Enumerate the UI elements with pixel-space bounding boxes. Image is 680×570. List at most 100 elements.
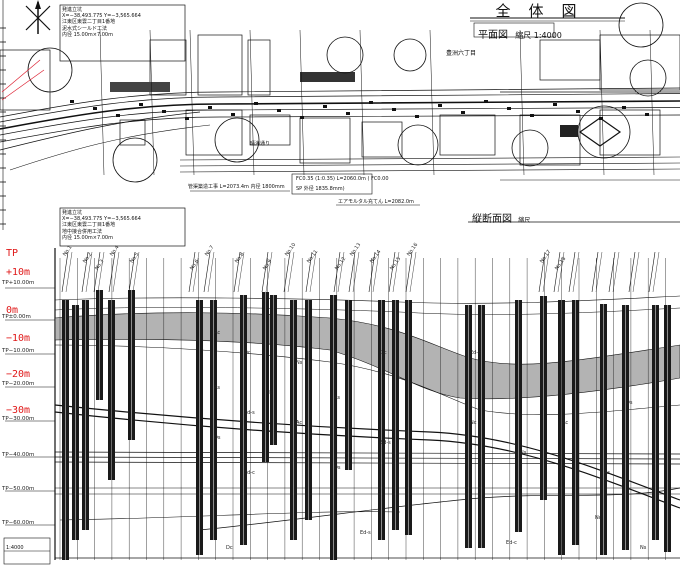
plan-small-mark xyxy=(507,107,511,110)
plan-diamond-mark xyxy=(578,117,622,147)
plan-boring-circle xyxy=(214,117,260,163)
boring-label-leader xyxy=(568,251,576,293)
plan-label-frame xyxy=(473,22,555,38)
strata-label: Ac xyxy=(562,420,569,426)
plan-street-line xyxy=(519,29,525,176)
strata-label: Dc xyxy=(226,545,233,551)
plan-boring-circle xyxy=(511,129,549,167)
strata-label: Ns xyxy=(640,545,647,551)
plan-dark-building xyxy=(110,82,170,92)
boring-label-leader xyxy=(595,251,603,293)
strata-label: Nc xyxy=(470,420,477,426)
boring-label-leader xyxy=(628,251,636,293)
strata-label: Dc xyxy=(244,350,251,356)
plan-view-name: 平面図 xyxy=(478,30,508,41)
plan-small-mark xyxy=(323,105,327,108)
boring-label-leader xyxy=(265,251,273,293)
strata-label: As xyxy=(214,385,221,391)
strata-label: Ds xyxy=(334,465,341,471)
plan-small-mark xyxy=(208,106,212,109)
profile-start-method: 地中接合併用工法 xyxy=(62,228,103,235)
plan-start-diameter: 内径 15.00m×7.00m xyxy=(62,31,113,38)
section-note-1: 管渠築造工事 L=2073.4m 内径 1800mm xyxy=(188,184,285,190)
plan-city-block xyxy=(539,39,601,81)
tp-label-minus30: TP−30.00m xyxy=(2,416,35,422)
strata-label: Ds xyxy=(214,435,221,441)
tp-label-minus50: TP−50.00m xyxy=(2,486,35,492)
boring-label-leader xyxy=(557,251,565,293)
profile-view-name: 縦断面図 xyxy=(472,214,512,225)
profile-horizontal-line xyxy=(54,451,680,455)
plan-road-line xyxy=(179,168,680,173)
area-label-toyosu: 豊洲六丁目 xyxy=(446,50,477,57)
plan-city-block xyxy=(197,34,243,96)
plan-boring-circle xyxy=(326,36,364,74)
boring-label-leader xyxy=(388,251,396,293)
plan-city-block xyxy=(361,121,403,158)
boring-label-leader xyxy=(405,251,413,293)
plan-city-block xyxy=(247,39,271,96)
boring-label-leader xyxy=(132,251,140,293)
plan-small-mark xyxy=(392,108,396,111)
section-note-2: FC0.35 (1:0.35) L=2060.0m ( FC0.00 xyxy=(296,176,389,182)
boring-label-leader xyxy=(652,251,660,293)
plan-small-mark xyxy=(93,107,97,110)
plan-boring-circle xyxy=(112,137,158,183)
plan-small-mark xyxy=(415,115,419,118)
plan-view-label: 平面図 縮尺 1:4000 xyxy=(478,26,562,41)
strata-label: Ed-s xyxy=(360,530,371,536)
plan-city-block xyxy=(439,114,496,156)
drawing-title: 全体図 xyxy=(495,2,595,20)
profile-start-address: 江東区東雲二丁目1番地 xyxy=(62,222,116,229)
elev-0: 0m xyxy=(6,305,19,316)
plan-street-line xyxy=(149,29,155,176)
elev-minus30: −30m xyxy=(6,405,31,416)
boring-label-leader xyxy=(553,251,561,293)
plan-red-mark xyxy=(1,59,45,101)
boring-label-leader xyxy=(237,251,245,293)
boring-label-leader xyxy=(368,251,376,293)
clay-stratum-band xyxy=(54,312,680,400)
plan-city-block xyxy=(599,34,680,91)
plan-boring-circle xyxy=(397,124,439,166)
profile-start-coords: X=−38,493.775 Y=−3,565.664 xyxy=(62,216,141,223)
plan-street-line xyxy=(649,29,655,176)
plan-boring-circle xyxy=(577,105,631,159)
boring-label-leader xyxy=(188,251,196,293)
section-note-3: SP 外径 1835.8mm) xyxy=(296,186,345,192)
strata-label: Ds xyxy=(626,400,633,406)
boring-label-leader xyxy=(542,251,550,293)
plan-start-address: 江東区東雲二丁目1番地 xyxy=(62,19,116,26)
boring-label-leader xyxy=(612,251,620,293)
plan-road-line xyxy=(9,124,211,171)
plan-start-name: 発進立坑 xyxy=(62,7,83,13)
plan-city-block xyxy=(519,114,581,166)
boring-label-leader xyxy=(261,251,269,293)
plan-start-coords: X=−38,493.775 Y=−3,565.664 xyxy=(62,13,141,20)
plan-street-line xyxy=(599,29,605,176)
plan-city-block xyxy=(149,39,187,96)
boring-label-leader xyxy=(207,251,215,293)
plan-small-mark xyxy=(162,110,166,113)
plan-view-scale: 縮尺 1:4000 xyxy=(515,31,562,40)
plan-boring-circle xyxy=(629,59,667,97)
boring-label-leader xyxy=(632,251,640,293)
plan-street-line xyxy=(249,29,255,176)
boring-label-leader xyxy=(112,251,120,293)
plan-small-mark xyxy=(70,100,74,103)
section-note-4: エアモルタル充てん L=2082.0m xyxy=(338,199,414,205)
profile-horizontal-line xyxy=(54,461,680,465)
tp-label-minus40: TP−40.00m xyxy=(2,452,35,458)
plan-street-line xyxy=(99,29,105,176)
plan-street-line xyxy=(429,29,435,176)
plan-small-mark xyxy=(576,110,580,113)
strata-label: Ed-s xyxy=(244,410,255,416)
boring-label-leader xyxy=(333,251,341,293)
plan-small-mark xyxy=(369,101,373,104)
plan-street-line xyxy=(189,29,195,176)
plan-small-mark xyxy=(277,109,281,112)
strata-label: Ns xyxy=(296,360,303,366)
boring-label-leader xyxy=(337,251,345,293)
boring-label-leader xyxy=(352,251,360,293)
